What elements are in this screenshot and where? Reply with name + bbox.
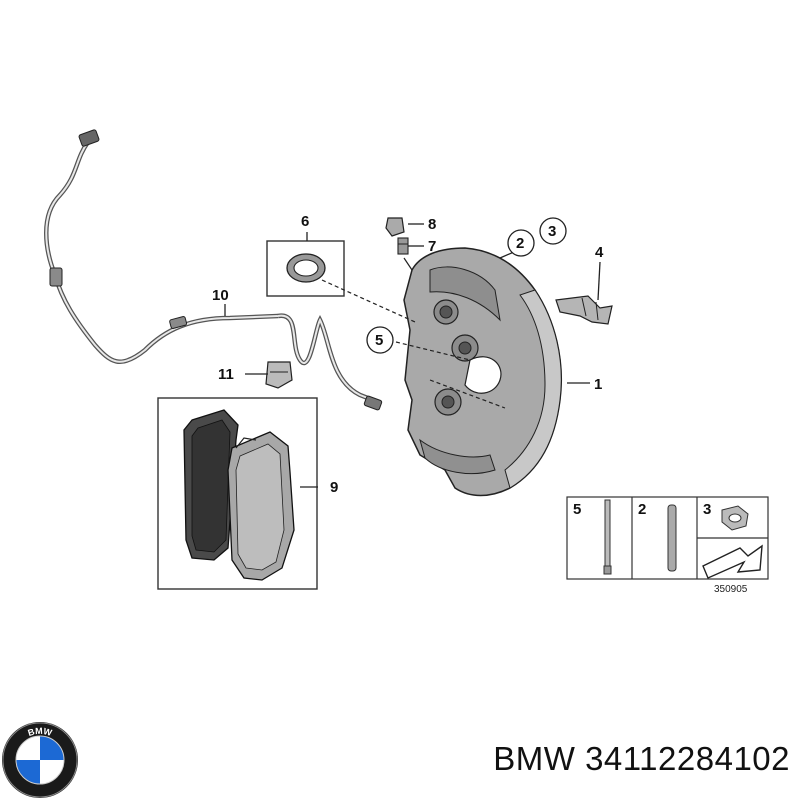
- callout-7: 7: [428, 238, 436, 255]
- callout-11: 11: [218, 366, 234, 383]
- seal-ring: [286, 253, 326, 283]
- callout-8: 8: [428, 216, 436, 233]
- cable-bracket: [265, 361, 293, 389]
- callout-9: 9: [330, 479, 338, 496]
- callout-6: 6: [301, 213, 309, 230]
- brake-pad-frame: [157, 397, 318, 590]
- callout-1: 1: [594, 376, 602, 393]
- brake-caliper: [403, 247, 563, 497]
- brand-name: BMW: [493, 740, 576, 777]
- legend-nut: [721, 505, 749, 531]
- parts-legend: 5 2 3: [566, 496, 769, 580]
- brake-pad-inner: [183, 409, 239, 561]
- legend-pin: [667, 504, 677, 572]
- callout-10: 10: [212, 287, 229, 304]
- legend-number-3: 3: [703, 501, 711, 518]
- wear-sensor-cable: [44, 129, 383, 411]
- anti-rattle-spring: [555, 295, 613, 325]
- callout-3: 3: [548, 223, 556, 240]
- callout-2: 2: [516, 235, 524, 252]
- callout-4: 4: [595, 244, 604, 261]
- diagram-ref-number: 350905: [714, 584, 748, 595]
- brake-pad-outer: [227, 431, 295, 581]
- seal-frame: [266, 240, 345, 297]
- bleeder-cap: [385, 217, 405, 237]
- legend-number-2: 2: [638, 501, 646, 518]
- bmw-roundel-icon: BMW: [2, 722, 78, 798]
- callout-5: 5: [375, 332, 383, 349]
- part-number: 34112284102: [585, 740, 790, 777]
- bleeder-valve: [397, 237, 409, 255]
- view-arrow-icon: [702, 544, 763, 579]
- legend-guide-pin: [603, 499, 612, 575]
- legend-number-5: 5: [573, 501, 581, 518]
- part-number-caption: BMW 34112284102: [410, 740, 790, 778]
- logo-text: BMW: [27, 726, 54, 738]
